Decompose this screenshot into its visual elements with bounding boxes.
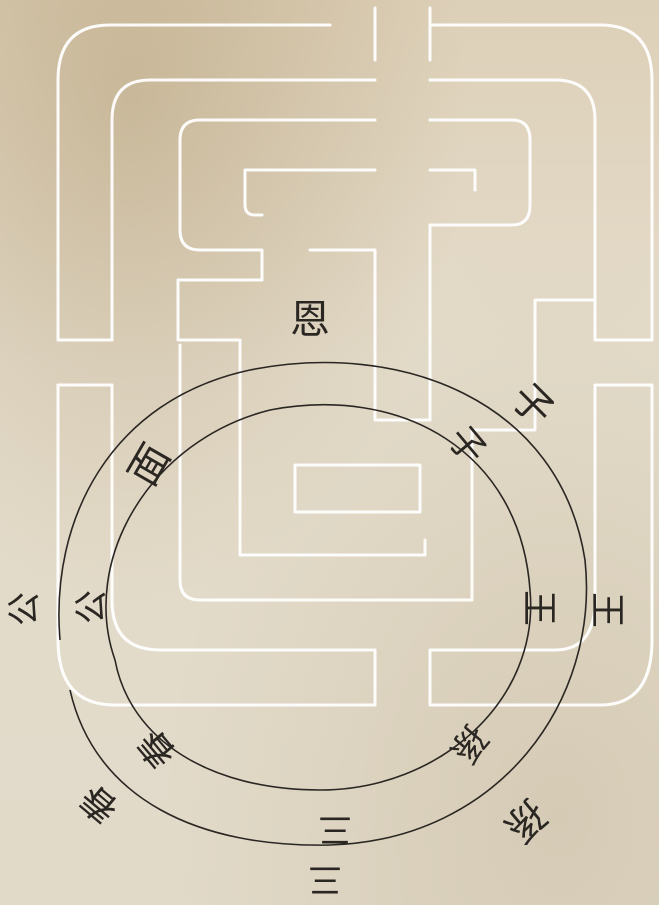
outer-ring (58, 361, 588, 846)
seal-outer-frame (56, 23, 654, 707)
seal-inner-upper (178, 118, 532, 282)
seal-bottom-stem (328, 648, 432, 707)
seal-inner-verticals (176, 223, 432, 557)
seal-top-stem (373, 6, 432, 62)
outer-label-left: 公 (5, 592, 45, 626)
outer-label-bottom: 三 (308, 859, 342, 899)
seal-left-arms (56, 338, 114, 387)
inner-label-left: 公 (72, 590, 112, 624)
outer-label-right: 王 (586, 591, 628, 629)
inner-ring (105, 403, 532, 791)
inner-label-right: 王 (518, 589, 560, 627)
seal-inner-lower (178, 298, 597, 602)
inner-label-bottom: 三 (318, 809, 352, 849)
inner-label-top: 恩 (290, 297, 330, 343)
seal-middle-frame (110, 78, 597, 652)
seal-right-arms (593, 338, 654, 387)
